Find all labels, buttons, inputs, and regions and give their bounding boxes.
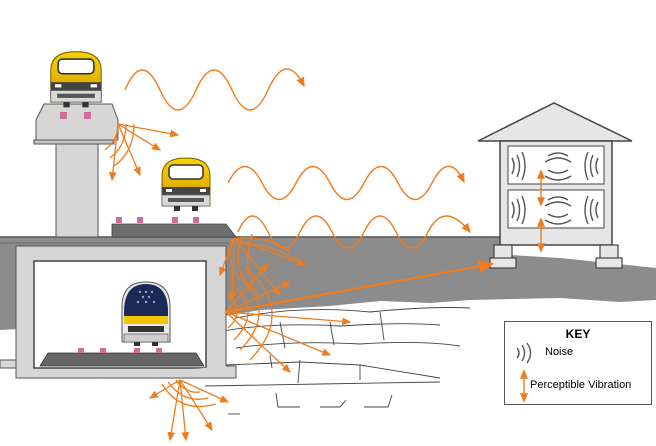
vibration-arcs — [225, 259, 495, 373]
noise-icon — [511, 151, 599, 225]
key-noise-label: Noise — [545, 346, 574, 358]
vibration-arcs — [219, 233, 307, 302]
vibration-arrow-icon — [536, 169, 546, 253]
noise-wave — [124, 68, 471, 249]
surface-track — [111, 217, 237, 238]
train-icon — [161, 157, 211, 212]
viaduct — [33, 103, 119, 238]
train-icon — [50, 50, 102, 109]
key-legend: KEY Noise Perceptible Vibration — [504, 321, 652, 405]
vibration-arcs — [148, 379, 230, 442]
key-vibration-label: Perceptible Vibration — [530, 379, 632, 391]
train-icon — [121, 281, 171, 346]
rock-strata — [204, 307, 471, 415]
tunnel-box — [0, 245, 237, 379]
viaduct-track-pads — [60, 112, 91, 119]
vibration-arcs — [104, 123, 180, 182]
house-icon — [477, 102, 633, 269]
vibration-arrow-icon — [519, 370, 529, 402]
key-title: KEY — [565, 327, 591, 341]
noise-icon — [516, 342, 532, 364]
tunnel-track-pads — [78, 348, 162, 353]
